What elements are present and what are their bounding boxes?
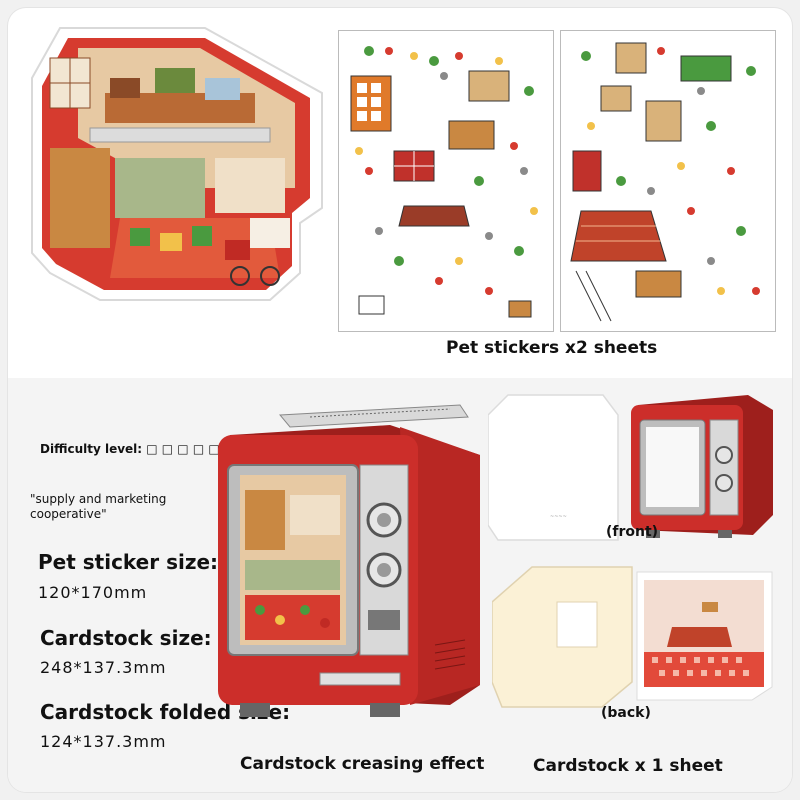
- theme-name: "supply and marketing cooperative": [30, 492, 167, 521]
- sticker-sheet-1: [338, 30, 554, 332]
- room-scene-illustration: [31, 27, 323, 301]
- tv-front-illustration: [631, 395, 773, 538]
- room-back-illustration: [636, 571, 773, 701]
- cardstock-size-label: Cardstock size:: [40, 626, 212, 650]
- front-label: (front): [606, 524, 659, 540]
- sticker-sheet-2-art: [570, 42, 760, 322]
- difficulty-level: Difficulty level: □ □ □ □ □: [40, 442, 220, 456]
- cardstock-back-flat: [492, 566, 633, 708]
- pet-sticker-size-value: 120*170mm: [38, 583, 148, 602]
- cardstock-caption: Cardstock x 1 sheet: [533, 756, 723, 776]
- cardstock-front-flat: ~~~~: [488, 394, 619, 541]
- stickers-caption: Pet stickers x2 sheets: [446, 338, 658, 358]
- back-label: (back): [601, 705, 651, 721]
- tv-creasing-illustration: [218, 404, 480, 717]
- cardstock-folded-size-value: 124*137.3mm: [40, 732, 167, 751]
- sticker-sheet-2: [560, 30, 776, 332]
- sticker-sheet-1-art: [350, 46, 538, 318]
- cardstock-size-value: 248*137.3mm: [40, 658, 167, 677]
- pet-sticker-size-label: Pet sticker size:: [38, 550, 219, 574]
- creasing-caption: Cardstock creasing effect: [240, 754, 485, 774]
- svg-text:~~~~: ~~~~: [550, 514, 567, 520]
